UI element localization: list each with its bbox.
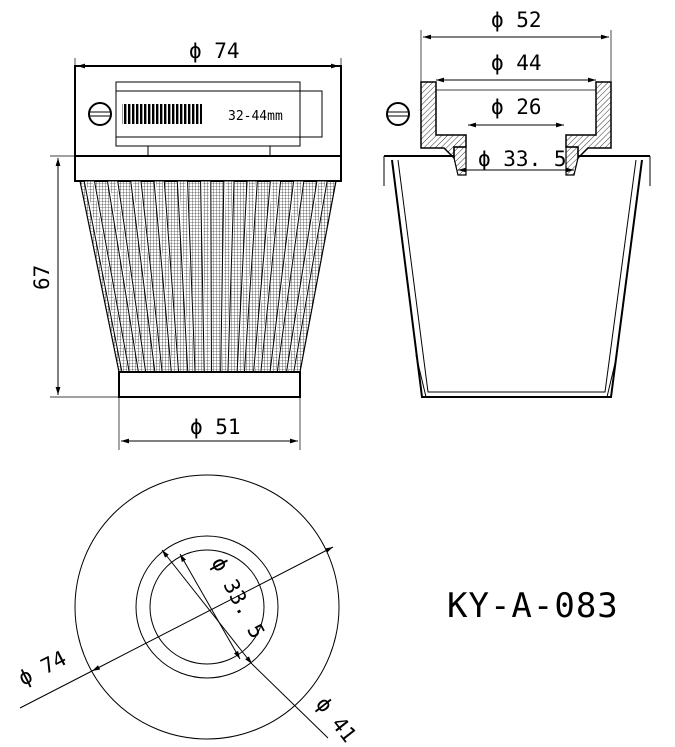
filter-pleat-mesh (254, 181, 279, 372)
filter-inner-profile (397, 159, 637, 393)
model-code: KY-A-083 (447, 586, 619, 626)
clamp-base-block (147, 145, 271, 157)
top-end-cap (74, 155, 342, 182)
section-outer-flange-label: ϕ 52 (491, 8, 542, 32)
filter-pleat-mesh (155, 181, 178, 372)
section-bore-label: ϕ 26 (491, 95, 542, 119)
coupler-neck-left (453, 146, 467, 176)
clamp-band-strap (115, 90, 323, 138)
filter-pleat-mesh (132, 181, 161, 372)
filter-pleats (83, 180, 328, 373)
filter-outer-profile (391, 159, 643, 398)
coupler-neck-right (565, 146, 579, 176)
bottom-view: ϕ 74 ϕ 41 ϕ 33. 5 (14, 474, 361, 747)
filter-pleat-mesh (271, 181, 303, 372)
front-view: ϕ 74 32-44mm ϕ 51 67 (30, 39, 342, 450)
bottom-end-ring (118, 371, 301, 398)
front-bottom-diameter-label: ϕ 51 (190, 415, 241, 439)
filter-top-lip (383, 156, 651, 186)
bottom-outer-diameter-label: ϕ 74 (14, 646, 70, 690)
filter-pleat-mesh (238, 181, 256, 372)
outer-circle-74 (74, 474, 340, 740)
filter-pleat-mesh (86, 181, 128, 372)
filter-pleat-mesh (202, 181, 211, 372)
inner-ring-leader (251, 663, 329, 739)
filter-pleat-mesh (179, 181, 194, 372)
side-section-view: ϕ 52 ϕ 44 ϕ 26 ϕ 33. 5 (383, 8, 651, 398)
filter-bottom-taper (415, 354, 618, 398)
clamp-teeth (122, 104, 202, 124)
clamp-range-label: 32-44mm (228, 109, 283, 124)
filter-pleat-mesh (222, 181, 233, 372)
clamp-screw-head (88, 102, 112, 126)
height-label: 67 (30, 265, 54, 290)
bottom-inner-ring-label: ϕ 41 (311, 692, 361, 747)
outer-diameter-leader (19, 670, 93, 709)
section-screw-head (386, 102, 410, 126)
bore-dimension-line (179, 553, 241, 660)
section-inner-flange-label: ϕ 44 (491, 51, 542, 75)
clamp-housing-bottom-rib (115, 136, 301, 147)
clamp-band (74, 65, 342, 157)
bottom-bore-label: ϕ 33. 5 (207, 553, 270, 642)
clamp-housing-top-rib (115, 81, 301, 92)
front-top-diameter-label: ϕ 74 (189, 39, 240, 63)
filter-pleat-mesh (109, 181, 145, 372)
section-neck-label: ϕ 33. 5 (478, 147, 567, 171)
filter-pleat-mesh (287, 181, 326, 372)
